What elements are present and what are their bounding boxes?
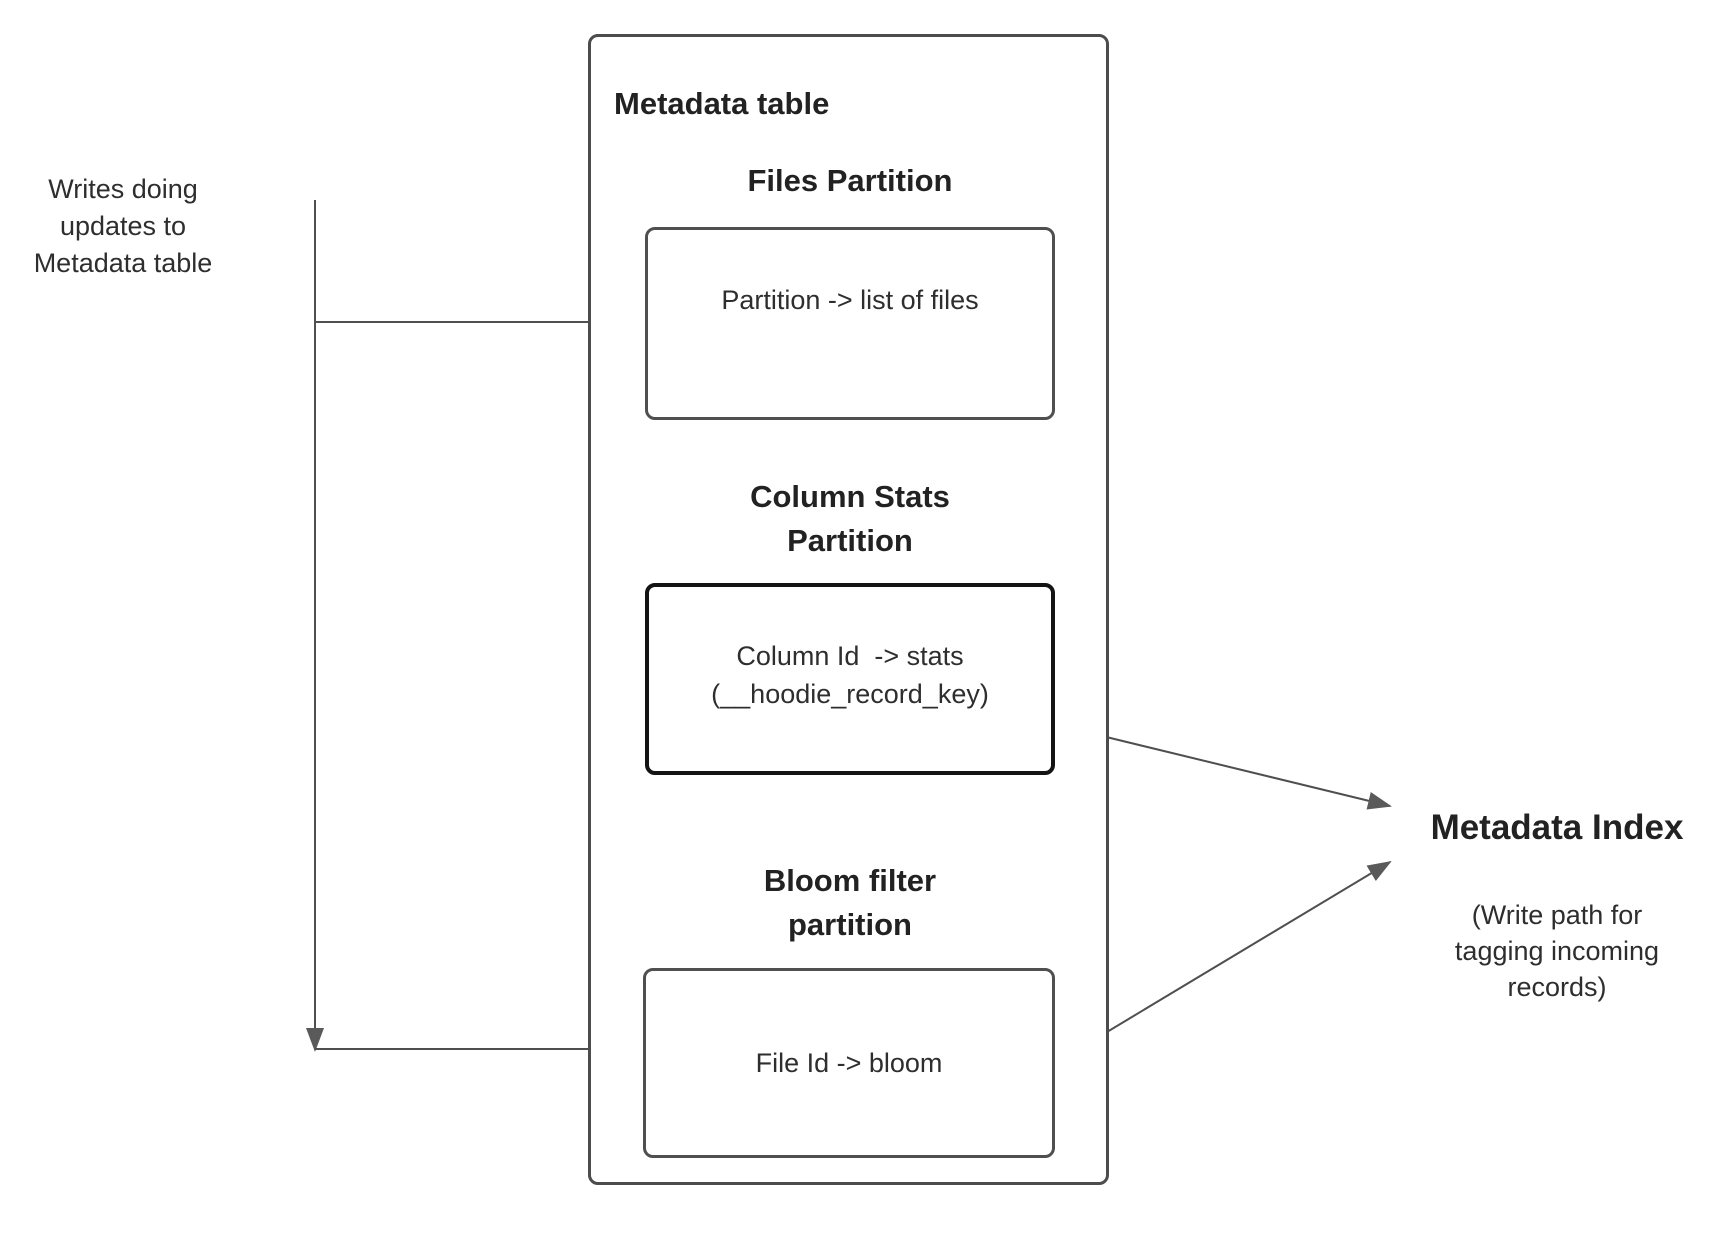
- files-partition-mapping: Partition -> list of files: [721, 285, 979, 315]
- writes-note-line: Writes doing: [48, 174, 198, 204]
- writes-note-line: Metadata table: [33, 248, 213, 278]
- column-stats-box: Column Id -> stats (__hoodie_record_key): [645, 583, 1055, 775]
- metadata-index-subtitle: (Write path for tagging incoming records…: [1420, 897, 1694, 1005]
- metadata-index-title: Metadata Index: [1430, 808, 1684, 847]
- writes-note-line: updates to: [59, 211, 187, 241]
- bloom-heading-line: partition: [788, 907, 912, 942]
- bloom-filter-box: File Id -> bloom: [643, 968, 1055, 1158]
- metadata-index-subtitle-line: (Write path for: [1471, 900, 1643, 930]
- bloom-heading-line: Bloom filter: [763, 863, 937, 898]
- metadata-index-subtitle-line: tagging incoming: [1454, 936, 1660, 966]
- writes-note: Writes doing updates to Metadata table: [20, 171, 226, 282]
- column-stats-mapping-key: (__hoodie_record_key): [711, 679, 989, 709]
- files-partition-heading: Files Partition: [747, 163, 953, 198]
- column-stats-heading-line: Column Stats: [750, 479, 950, 514]
- bloom-filter-mapping: File Id -> bloom: [755, 1048, 943, 1078]
- bloom-filter-partition-heading: Bloom filter partition: [645, 859, 1055, 947]
- metadata-table-title: Metadata table: [614, 86, 830, 121]
- column-stats-mapping: Column Id -> stats: [736, 641, 964, 671]
- metadata-index-subtitle-line: records): [1507, 972, 1607, 1002]
- column-stats-heading-line: Partition: [787, 523, 913, 558]
- column-stats-partition-heading: Column Stats Partition: [645, 475, 1055, 563]
- files-partition-box: Partition -> list of files: [645, 227, 1055, 420]
